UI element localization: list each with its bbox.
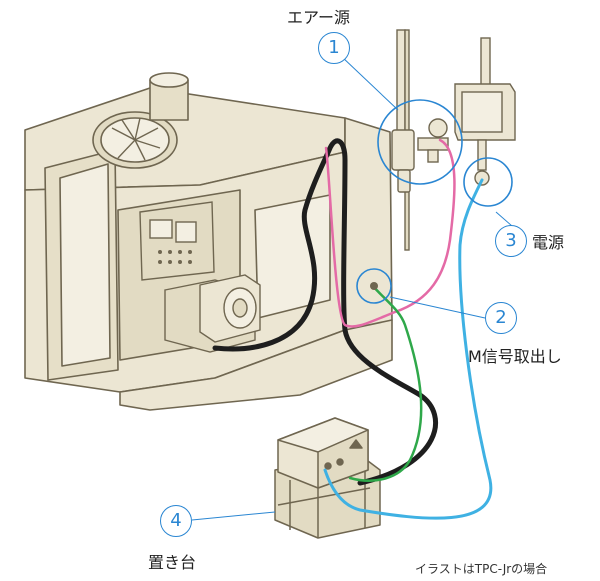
rotary-table xyxy=(164,274,261,353)
label-m-signal: M信号取出し xyxy=(468,347,562,366)
air-source-unit xyxy=(391,29,449,251)
fan-icon xyxy=(111,117,161,161)
illustration-note: イラストはTPC-Jrの場合 xyxy=(415,562,548,576)
cables xyxy=(212,138,493,520)
label-power: 電源 xyxy=(532,233,565,252)
callouts xyxy=(191,55,513,521)
cable-green xyxy=(348,283,423,482)
marker-3: 3 xyxy=(495,225,527,257)
callout-power xyxy=(463,157,513,207)
m-signal-connector xyxy=(370,282,378,290)
control-panel xyxy=(139,201,215,281)
marker-2: 2 xyxy=(485,302,517,334)
label-air-source: エアー源 xyxy=(287,8,351,27)
marker-4: 4 xyxy=(160,505,192,537)
cable-pink xyxy=(324,138,456,328)
callout-air xyxy=(377,99,463,185)
cable-blue xyxy=(323,178,493,520)
power-box xyxy=(454,37,516,186)
label-stand: 置き台 xyxy=(148,553,197,572)
controller-stand xyxy=(274,417,381,539)
callout-msignal xyxy=(356,268,392,304)
marker-1: 1 xyxy=(318,32,350,64)
machine-tool xyxy=(24,72,393,411)
